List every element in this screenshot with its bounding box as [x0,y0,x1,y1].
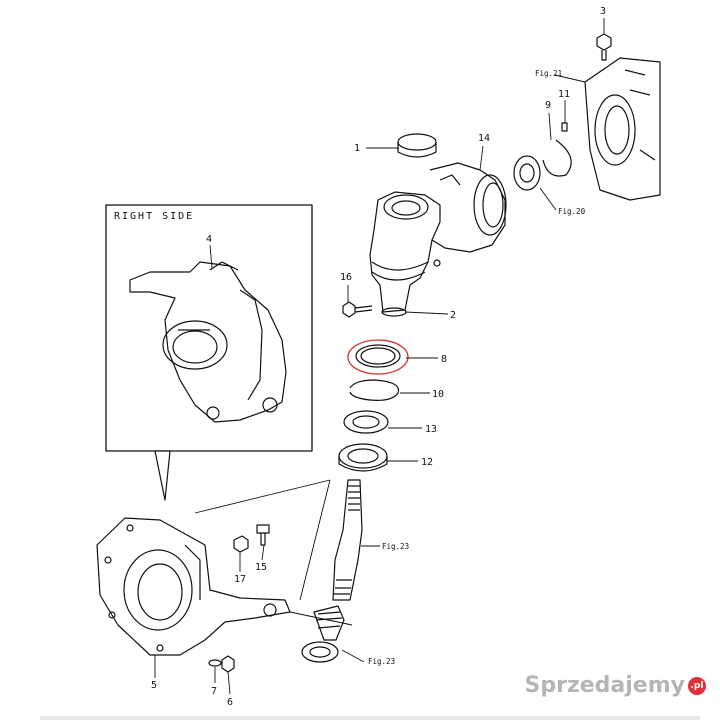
label-13: 13 [425,424,437,435]
part-16-bolt [342,301,373,318]
part-5-housing [96,517,291,656]
label-7: 7 [211,686,217,697]
label-8: 8 [441,354,447,365]
watermark: Sprzedajemy.pl [524,673,706,698]
label-12: 12 [421,457,433,468]
fig-ref-20: Fig.20 [558,207,586,216]
part-17-nut [233,535,249,553]
part-13-seal [343,410,389,434]
label-10: 10 [432,389,444,400]
leader-lines [154,18,605,695]
label-6: 6 [227,697,233,708]
bevel-gear [313,605,345,641]
callout-pointer [154,450,171,501]
fig-ref-23-gear: Fig.23 [368,657,395,666]
part-12-bearing [338,443,388,472]
watermark-text: Sprzedajemy [524,673,686,698]
part-number-labels: 1 2 3 4 5 6 7 8 9 10 11 12 13 14 15 16 1… [151,6,606,708]
label-5: 5 [151,680,157,691]
bearing-bottom [301,641,339,663]
fig-ref-23-shaft: Fig.23 [382,542,409,551]
box-title: RIGHT SIDE [114,211,194,222]
part-11-pin [561,122,568,132]
shaft [332,479,363,601]
fig21-casing [584,57,661,201]
label-3: 3 [600,6,606,17]
label-9: 9 [545,100,551,111]
right-side-box [105,204,313,452]
part-15-bolt [256,524,270,546]
fig-ref-21: Fig.21 [535,69,562,78]
part-4-housing [129,261,287,423]
part-7-washer [208,659,222,667]
label-1: 1 [354,143,360,154]
part-9-snap-ring [542,139,572,177]
label-17: 17 [234,574,246,585]
label-4: 4 [206,234,212,245]
figure-references: Fig.21 Fig.20 Fig.23 Fig.23 [368,69,586,666]
label-2: 2 [450,310,456,321]
watermark-logo: .pl [688,677,706,695]
part-8-seal [347,339,409,375]
label-15: 15 [255,562,267,573]
part-10-snap-ring [349,379,400,401]
bearing-fig20 [513,155,541,191]
label-16: 16 [340,272,352,283]
bottom-strip [40,716,700,720]
part-14-housing [429,162,507,253]
part-1-cap [397,133,437,158]
label-14: 14 [478,133,490,144]
part-6-bolt [221,655,235,673]
label-11: 11 [558,89,570,100]
part-2-housing [369,191,441,317]
guide-lines [194,479,353,626]
part-3-bolt [596,33,612,61]
